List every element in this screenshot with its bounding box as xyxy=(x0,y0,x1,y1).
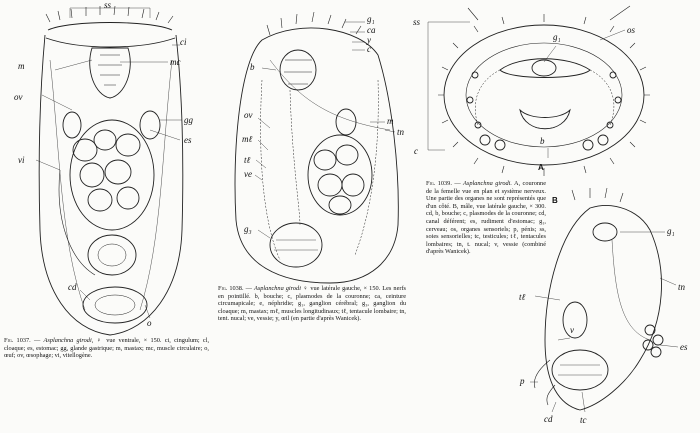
fig1037-caption-number: Fig. 1037. xyxy=(4,337,31,344)
fig1039-letter-a: A xyxy=(538,163,544,172)
fig1038-caption: Fig. 1038. — Asplanchna girodi ♀ vue lat… xyxy=(218,285,407,323)
fig1037-label-gg: gg xyxy=(184,115,194,125)
fig1037-label-ci: ci xyxy=(180,37,187,47)
fig1038-caption-number: Fig. 1038. xyxy=(218,285,244,292)
fig1039-caption: Fig. 1039. — Asplanchna girodi. A, couro… xyxy=(426,180,546,256)
fig1037-label-ss: ss xyxy=(104,0,112,10)
fig1039-caption-text: A, couronne de la femelle vue en plan et… xyxy=(426,180,546,256)
fig1037-caption: Fig. 1037. — Asplanchna girodi, ♀ vue ve… xyxy=(4,337,210,360)
fig1039-letter-b: B xyxy=(552,196,558,205)
fig1037-label-cd: cd xyxy=(68,282,77,292)
fig1037-label-m: m xyxy=(18,61,25,71)
fig1039-caption-species: Asplanchna girodi. xyxy=(463,180,512,187)
fig1037-label-mc: mc xyxy=(170,57,181,67)
fig1037-caption-text: ♀ vue ventrale, × 150. ci, cingulum; cl,… xyxy=(4,337,210,360)
fig1039-caption-number: Fig. 1039. xyxy=(426,180,452,187)
fig1037-label-ov: ov xyxy=(14,92,23,102)
fig1037-label-o: o xyxy=(147,318,152,328)
fig1038-caption-species: Asplanchna girodi xyxy=(253,285,301,292)
fig1037-label-es: es xyxy=(184,135,192,145)
fig1037-label-vi: vi xyxy=(18,155,25,165)
fig1038-caption-text: ♀ vue latérale gauche, × 150. Les nerfs … xyxy=(218,285,407,323)
fig1037-caption-species: Asplanchna girodi, xyxy=(43,337,94,344)
